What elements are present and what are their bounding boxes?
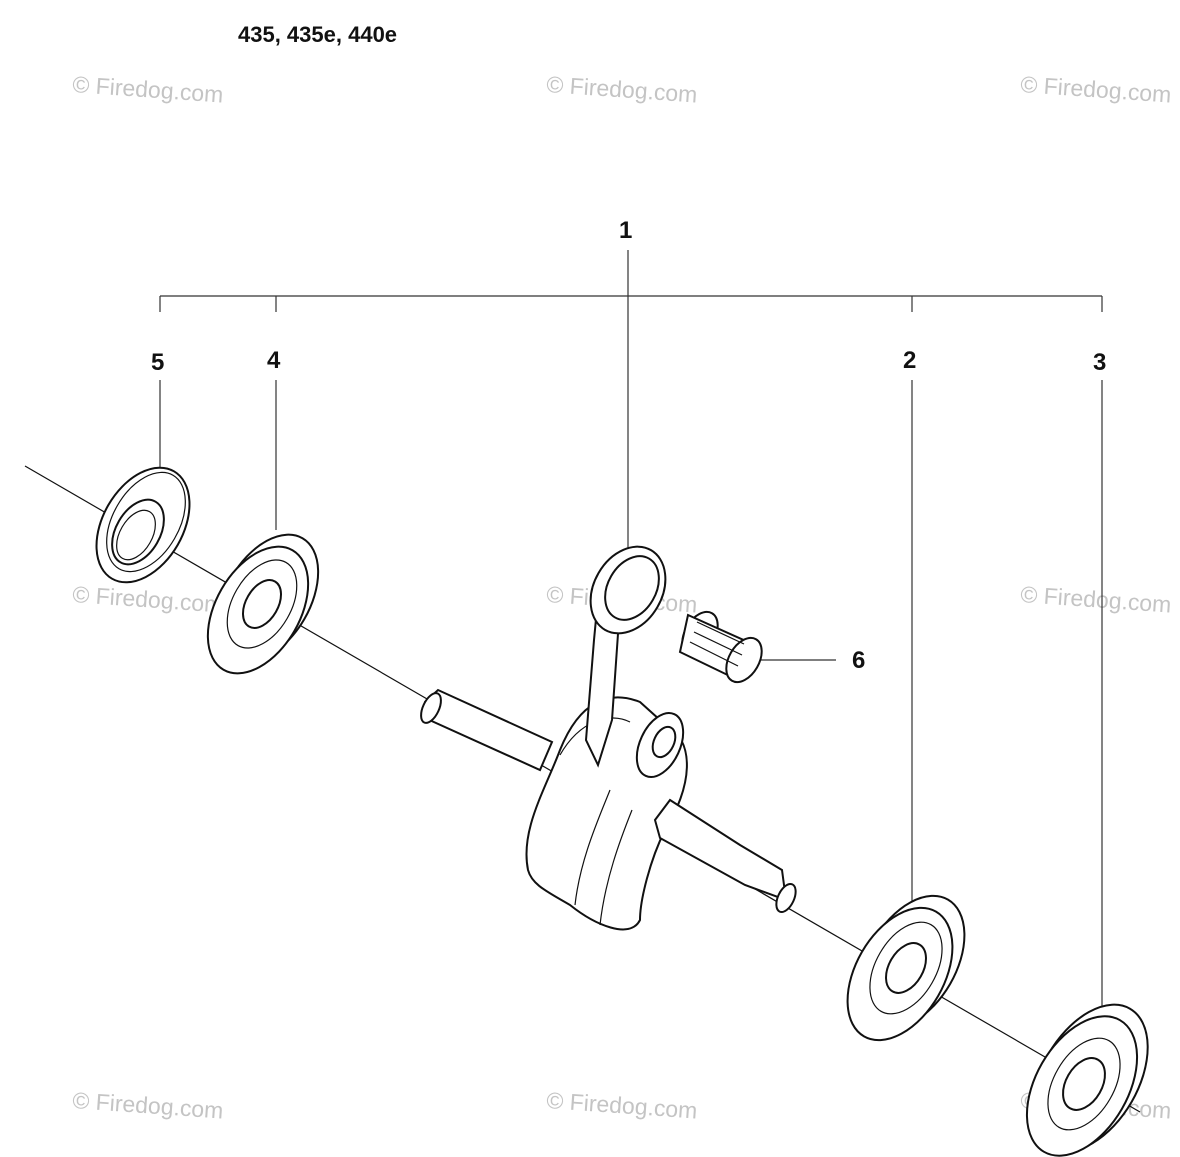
callout-6: 6 <box>852 647 865 674</box>
callout-1: 1 <box>619 217 632 244</box>
watermark-4: © Firedog.com <box>72 581 225 617</box>
watermark-6: © Firedog.com <box>1020 581 1173 617</box>
model-title: 435, 435e, 440e <box>238 22 397 47</box>
callout-3: 3 <box>1093 349 1106 376</box>
callout-4: 4 <box>267 347 281 374</box>
part-1-crankshaft <box>420 545 797 931</box>
callout-2: 2 <box>903 347 916 374</box>
part-2-bearing <box>846 894 966 1042</box>
part-3-seal <box>1025 1003 1149 1157</box>
callout-leaders <box>159 250 1103 1020</box>
part-5-seal <box>95 466 191 584</box>
callout-5: 5 <box>151 349 164 376</box>
watermark-2: © Firedog.com <box>546 71 699 107</box>
part-6-needle-bearing <box>678 610 763 684</box>
watermark-7: © Firedog.com <box>72 1087 225 1123</box>
watermark-1: © Firedog.com <box>72 71 225 107</box>
watermark-8: © Firedog.com <box>546 1087 699 1123</box>
watermark-3: © Firedog.com <box>1020 71 1173 107</box>
part-4-bearing <box>206 533 320 675</box>
